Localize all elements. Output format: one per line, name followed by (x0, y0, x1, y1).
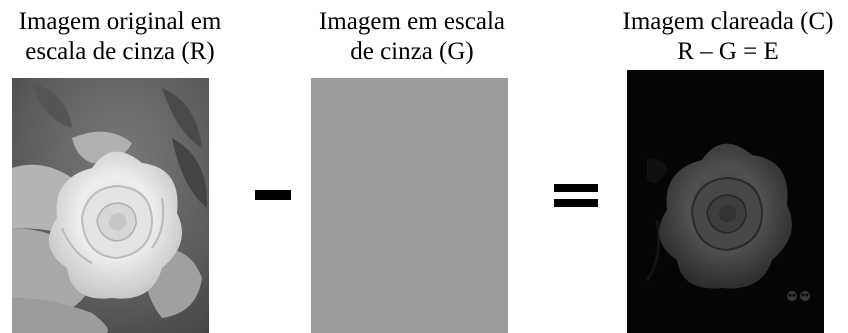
caption-gray-line1: Imagem em escala (318, 8, 505, 35)
caption-gray-line2: de cinza (G) (350, 38, 474, 65)
minus-operator (255, 190, 291, 200)
original-rose-graphic (12, 78, 209, 333)
caption-original-line1: Imagem original em (18, 8, 222, 35)
caption-result-line1: Imagem clareada (C) (622, 8, 834, 35)
caption-original-line2: escala de cinza (R) (25, 38, 215, 65)
equals-operator-bottom-bar (554, 199, 598, 207)
caption-result: Imagem clareada (C) R – G = E (608, 7, 848, 67)
result-rose-image (627, 70, 824, 333)
caption-gray: Imagem em escala de cinza (G) (292, 7, 532, 67)
uniform-gray-image (311, 78, 508, 333)
caption-result-line2: R – G = E (677, 38, 779, 65)
result-rose-graphic (627, 70, 824, 333)
caption-original: Imagem original em escala de cinza (R) (0, 7, 240, 67)
equals-operator-top-bar (554, 184, 598, 192)
original-rose-image (12, 78, 209, 333)
